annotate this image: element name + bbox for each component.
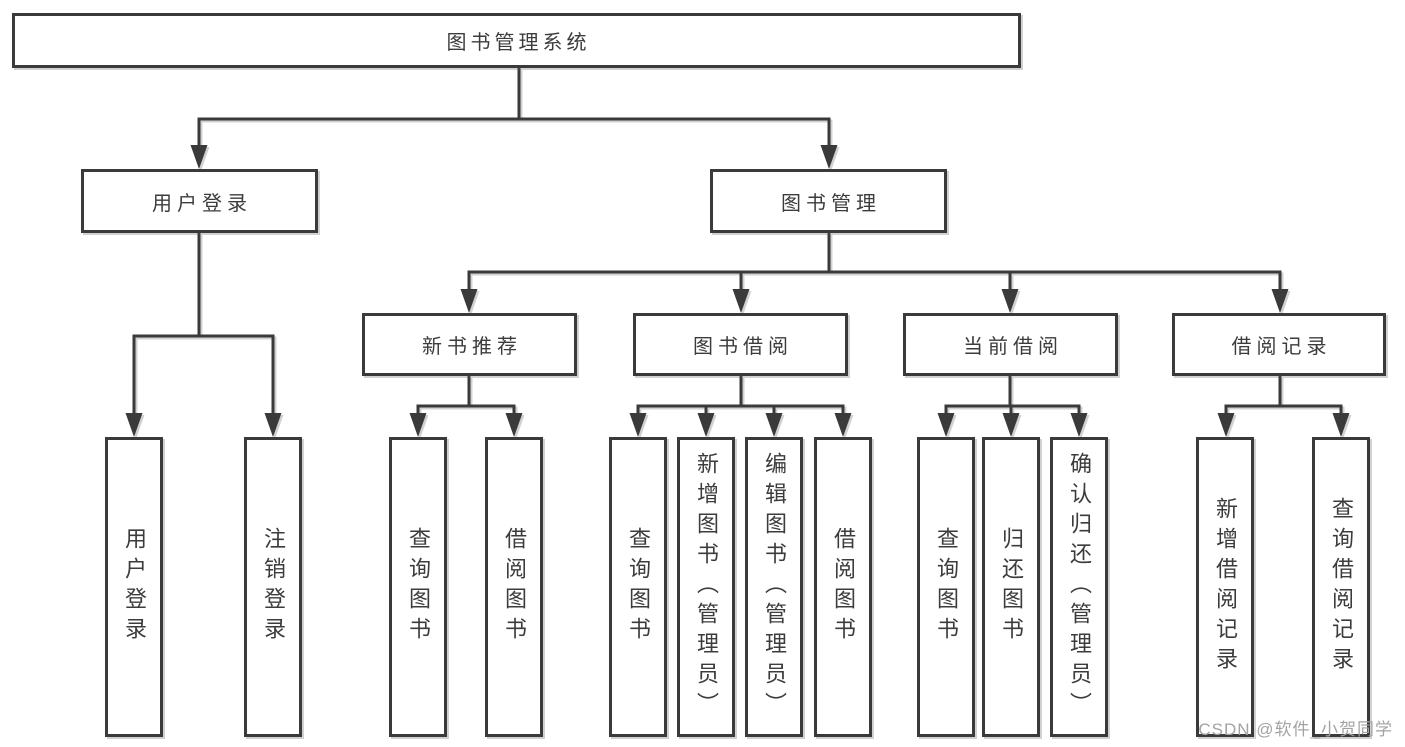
leaf-borrow-books-borrow-label: 借阅图书 bbox=[831, 527, 856, 647]
node-current-borrowing-label: 当前借阅 bbox=[963, 336, 1063, 358]
node-new-book-recommendation: 新书推荐 bbox=[362, 313, 577, 376]
leaf-borrow-books-recommend: 借阅图书 bbox=[485, 437, 543, 737]
leaf-edit-book-admin: 编辑图书（管理员） bbox=[745, 437, 803, 737]
node-book-management: 图书管理 bbox=[710, 169, 947, 233]
leaf-logout-label: 注销登录 bbox=[261, 527, 286, 647]
leaf-confirm-return-admin-label: 确认归还（管理员） bbox=[1067, 452, 1092, 722]
watermark: CSDN @软件_小贺同学 bbox=[1198, 720, 1393, 739]
node-current-borrowing: 当前借阅 bbox=[903, 313, 1118, 376]
leaf-query-borrow-record: 查询借阅记录 bbox=[1312, 437, 1370, 737]
leaf-user-login: 用户登录 bbox=[105, 437, 163, 737]
node-user-login-label: 用户登录 bbox=[152, 192, 252, 215]
leaf-logout: 注销登录 bbox=[244, 437, 302, 737]
leaf-query-books-borrow-label: 查询图书 bbox=[626, 527, 651, 647]
leaf-borrow-books-recommend-label: 借阅图书 bbox=[502, 527, 527, 647]
node-book-borrowing: 图书借阅 bbox=[633, 313, 848, 376]
leaf-confirm-return-admin: 确认归还（管理员） bbox=[1050, 437, 1108, 737]
leaf-add-book-admin: 新增图书（管理员） bbox=[677, 437, 735, 737]
node-root-label: 图书管理系统 bbox=[446, 32, 591, 54]
leaf-add-book-admin-label: 新增图书（管理员） bbox=[694, 452, 719, 722]
leaf-add-borrow-record: 新增借阅记录 bbox=[1196, 437, 1254, 737]
node-book-management-label: 图书管理 bbox=[781, 192, 881, 215]
leaf-query-books-current: 查询图书 bbox=[917, 437, 975, 737]
node-book-borrowing-label: 图书借阅 bbox=[693, 336, 793, 358]
leaf-user-login-label: 用户登录 bbox=[122, 527, 147, 647]
leaf-add-borrow-record-label: 新增借阅记录 bbox=[1213, 497, 1238, 677]
leaf-edit-book-admin-label: 编辑图书（管理员） bbox=[762, 452, 787, 722]
node-borrowing-records-label: 借阅记录 bbox=[1231, 336, 1332, 358]
leaf-return-books-label: 归还图书 bbox=[999, 527, 1024, 647]
leaf-query-books-current-label: 查询图书 bbox=[934, 527, 959, 647]
leaf-query-books-borrow: 查询图书 bbox=[609, 437, 667, 737]
leaf-return-books: 归还图书 bbox=[982, 437, 1040, 737]
node-new-book-recommendation-label: 新书推荐 bbox=[422, 336, 522, 358]
leaf-query-books-recommend-label: 查询图书 bbox=[406, 527, 431, 647]
leaf-borrow-books-borrow: 借阅图书 bbox=[814, 437, 872, 737]
node-borrowing-records: 借阅记录 bbox=[1172, 313, 1386, 376]
node-root: 图书管理系统 bbox=[12, 13, 1021, 68]
leaf-query-books-recommend: 查询图书 bbox=[389, 437, 447, 737]
node-user-login: 用户登录 bbox=[81, 169, 318, 233]
leaf-query-borrow-record-label: 查询借阅记录 bbox=[1329, 497, 1354, 677]
